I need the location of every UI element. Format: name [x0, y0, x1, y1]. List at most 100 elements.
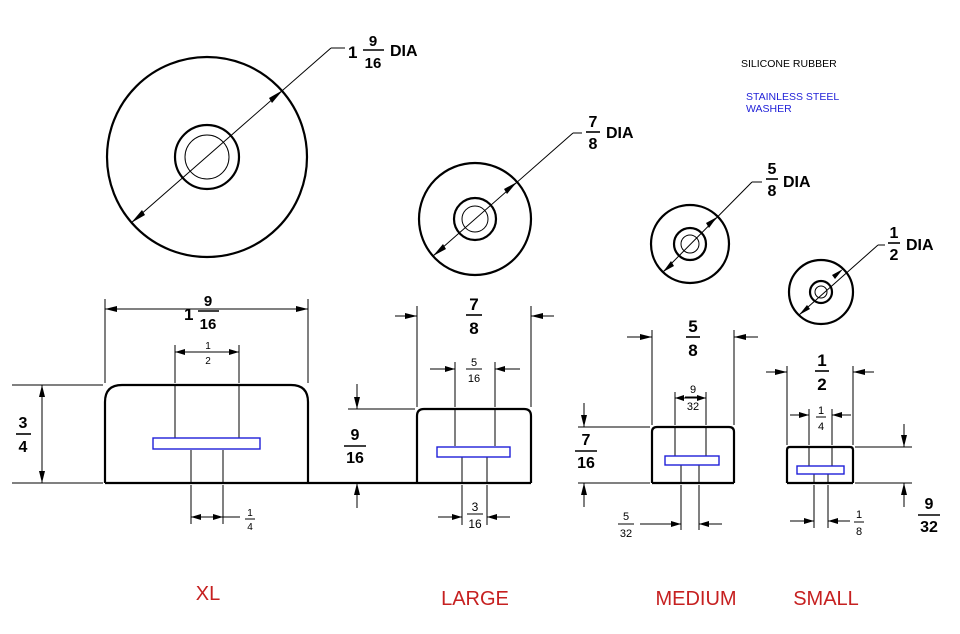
svg-text:16: 16 [200, 316, 217, 333]
xl-bore-circle [184, 134, 230, 180]
svg-text:2: 2 [817, 375, 826, 394]
small-washer [796, 465, 845, 475]
medium-side-view [578, 330, 758, 530]
small-dia-label: 1 2 DIA [888, 225, 934, 264]
svg-text:DIA: DIA [390, 43, 418, 60]
svg-text:16: 16 [365, 55, 382, 72]
small-side-view [766, 366, 912, 528]
svg-text:4: 4 [818, 421, 824, 433]
large-width-label: 7 8 [466, 295, 482, 338]
svg-text:7: 7 [582, 432, 591, 449]
svg-text:DIA: DIA [783, 174, 811, 191]
svg-text:DIA: DIA [606, 125, 634, 142]
svg-text:3: 3 [19, 415, 28, 432]
svg-text:3: 3 [472, 500, 479, 514]
small-bore-circle [814, 285, 828, 299]
svg-text:16: 16 [577, 455, 595, 472]
small-height-label: 9 32 [918, 496, 940, 536]
medium-washer [664, 455, 720, 466]
svg-text:1: 1 [817, 351, 826, 370]
svg-text:1: 1 [205, 341, 211, 352]
svg-text:32: 32 [687, 401, 699, 413]
small-size-label: SMALL [793, 588, 859, 610]
large-top-view [417, 132, 582, 277]
medium-outer-circle [649, 203, 731, 285]
xl-height-label: 3 4 [16, 415, 31, 456]
svg-text:8: 8 [688, 341, 697, 360]
svg-text:16: 16 [346, 450, 364, 467]
svg-text:2: 2 [205, 356, 211, 367]
svg-text:9: 9 [690, 384, 696, 396]
legend-washer-line1: STAINLESS STEEL [746, 91, 839, 103]
svg-text:1: 1 [890, 225, 899, 242]
medium-washer-circle [672, 226, 708, 262]
svg-text:7: 7 [589, 114, 598, 131]
small-rubber-body [785, 445, 855, 483]
small-bore-bottom-label: 1 8 [854, 509, 864, 538]
small-outer-circle [787, 258, 855, 326]
small-top-view [787, 244, 885, 326]
large-outer-circle [417, 161, 533, 277]
medium-dia-label: 5 8 DIA [766, 161, 811, 200]
large-side-view [348, 306, 554, 525]
small-washer-circle [808, 279, 834, 305]
svg-text:16: 16 [468, 373, 480, 385]
medium-bore-bottom-label: 5 32 [618, 511, 634, 540]
large-bore-bottom-label: 3 16 [467, 500, 483, 531]
svg-text:DIA: DIA [906, 237, 934, 254]
medium-bore-circle [680, 234, 700, 254]
svg-text:32: 32 [620, 528, 632, 540]
svg-text:9: 9 [925, 496, 934, 513]
xl-rubber-body [103, 383, 310, 483]
svg-text:8: 8 [768, 183, 777, 200]
large-bore-top-label: 5 16 [466, 357, 482, 385]
medium-size-label: MEDIUM [655, 588, 736, 610]
large-washer-circle [452, 196, 498, 242]
large-rubber-body [415, 407, 533, 483]
svg-text:5: 5 [471, 357, 477, 369]
legend-silicone-rubber: SILICONE RUBBER [741, 58, 837, 70]
svg-text:4: 4 [247, 522, 253, 533]
svg-text:32: 32 [920, 519, 938, 536]
xl-side-view [12, 299, 415, 524]
svg-text:1: 1 [818, 405, 824, 417]
svg-text:2: 2 [890, 247, 899, 264]
svg-text:5: 5 [623, 511, 629, 523]
svg-text:8: 8 [469, 319, 478, 338]
svg-text:1: 1 [348, 43, 357, 62]
large-size-label: LARGE [441, 588, 509, 610]
svg-text:5: 5 [768, 161, 777, 178]
xl-washer-circle [173, 123, 241, 191]
xl-top-view [105, 47, 345, 259]
svg-text:9: 9 [351, 427, 360, 444]
svg-text:5: 5 [688, 317, 697, 336]
small-width-label: 1 2 [815, 351, 829, 394]
svg-text:4: 4 [19, 439, 28, 456]
xl-washer [152, 437, 261, 450]
xl-bore-top-label: 1 2 [203, 341, 213, 367]
xl-width-label: 1 9 16 [184, 293, 219, 333]
svg-text:16: 16 [468, 517, 482, 531]
svg-text:1: 1 [184, 305, 193, 324]
large-bore-circle [461, 205, 489, 233]
xl-size-label: XL [196, 583, 220, 605]
svg-text:1: 1 [247, 508, 253, 519]
medium-width-label: 5 8 [686, 317, 700, 360]
xl-bore-bottom-label: 1 4 [245, 508, 255, 533]
svg-text:9: 9 [369, 33, 377, 50]
medium-height-label: 7 16 [575, 432, 597, 472]
medium-rubber-body [650, 425, 736, 483]
svg-text:9: 9 [204, 293, 212, 310]
small-bore-top-label: 1 4 [816, 405, 826, 433]
svg-text:8: 8 [856, 526, 862, 538]
medium-top-view [649, 181, 762, 285]
svg-text:1: 1 [856, 509, 862, 521]
large-washer [436, 446, 511, 458]
medium-bore-top-label: 9 32 [685, 384, 701, 413]
xl-outer-circle [105, 55, 309, 259]
large-dia-label: 7 8 DIA [586, 114, 634, 153]
large-height-label: 9 16 [344, 427, 366, 467]
xl-dia-label: 1 9 16 DIA [348, 33, 418, 72]
legend-washer-line2: WASHER [746, 103, 792, 115]
